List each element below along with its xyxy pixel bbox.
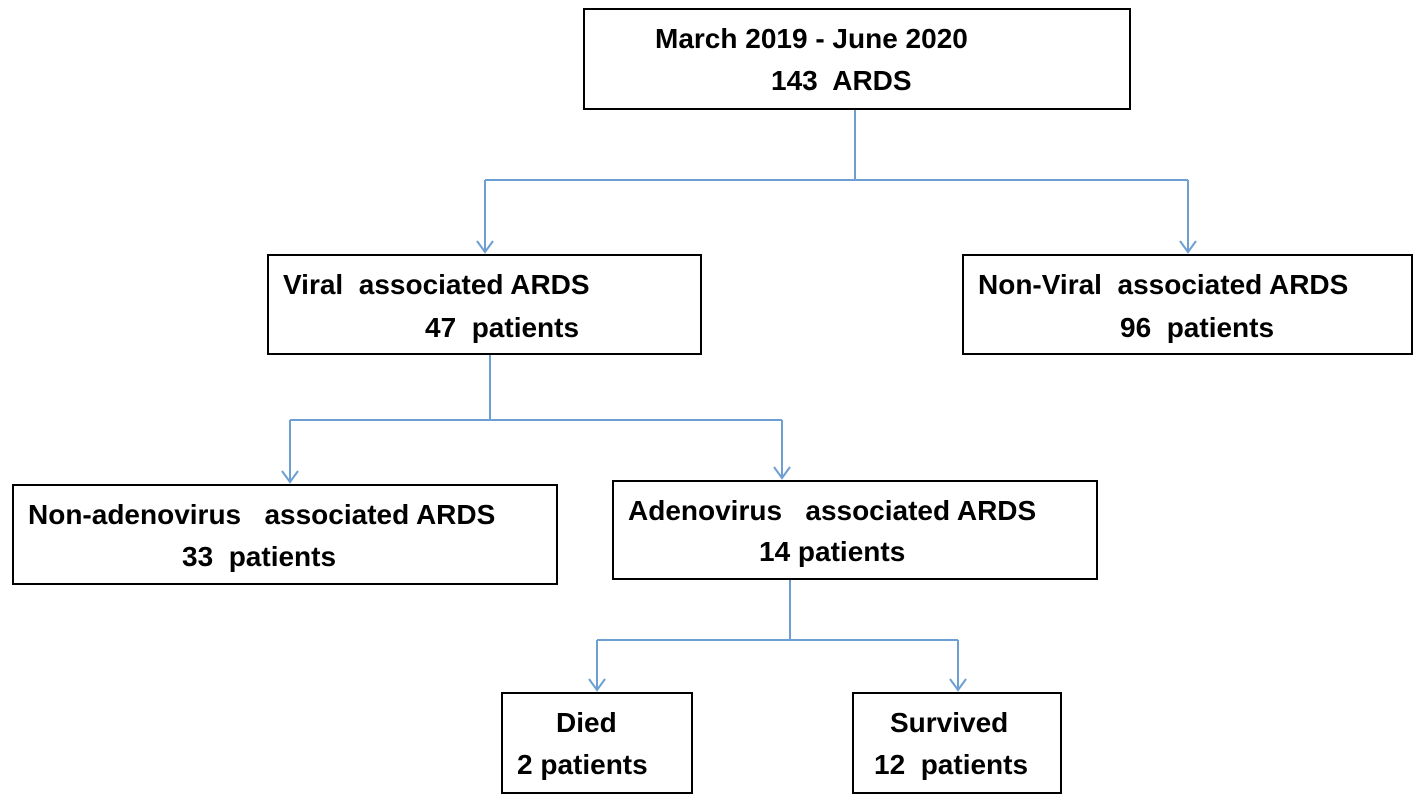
non-viral-box: Non-Viral associated ARDS 96 patients	[962, 254, 1413, 355]
non-adenovirus-label-text: Non-adenovirus associated ARDS	[28, 499, 496, 530]
arrowhead-icon	[773, 466, 791, 480]
non-viral-label-text: Non-Viral associated ARDS	[978, 269, 1349, 300]
root-period-text: March 2019 - June 2020	[655, 23, 968, 54]
survived-box: Survived 12 patients	[852, 692, 1062, 794]
root-count-text: 143 ARDS	[771, 65, 912, 96]
arrowhead-icon	[1179, 240, 1197, 254]
adenovirus-box: Adenovirus associated ARDS 14 patients	[612, 480, 1098, 580]
non-viral-count-text: 96 patients	[1120, 312, 1275, 343]
adenovirus-count-text: 14 patients	[759, 536, 906, 567]
non-adenovirus-count-text: 33 patients	[182, 541, 337, 572]
survived-label-text: Survived	[890, 707, 1009, 738]
viral-box: Viral associated ARDS 47 patients	[267, 254, 702, 355]
arrowhead-icon	[281, 470, 299, 484]
adenovirus-label-text: Adenovirus associated ARDS	[628, 495, 1037, 526]
died-count-text: 2 patients	[517, 749, 648, 780]
died-label-text: Died	[556, 707, 617, 738]
arrowhead-icon	[949, 678, 967, 692]
root-box: March 2019 - June 2020 143 ARDS	[583, 8, 1131, 110]
arrowhead-icon	[476, 240, 494, 254]
viral-label-text: Viral associated ARDS	[283, 269, 590, 300]
arrowhead-icon	[588, 678, 606, 692]
viral-count-text: 47 patients	[425, 312, 580, 343]
died-box: Died 2 patients	[501, 692, 693, 794]
non-adenovirus-box: Non-adenovirus associated ARDS 33 patien…	[12, 484, 558, 585]
survived-count-text: 12 patients	[874, 749, 1029, 780]
